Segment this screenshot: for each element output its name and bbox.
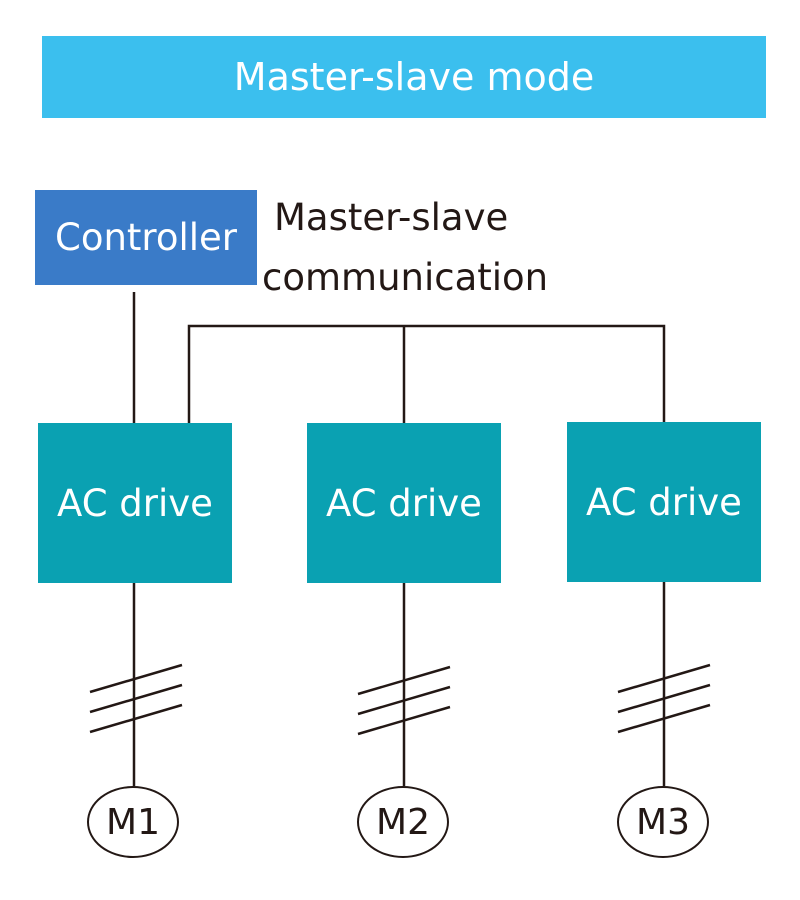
motor-1: M1 — [87, 786, 179, 858]
three-phase-marks-3 — [617, 663, 711, 734]
motor-3: M3 — [617, 786, 709, 858]
banner-title: Master-slave mode — [233, 55, 595, 99]
controller-label: Controller — [54, 216, 237, 259]
ac-drive-3: AC drive — [567, 422, 761, 582]
communication-label-line-2: communication — [262, 256, 549, 299]
ac-drive-1-label: AC drive — [57, 481, 213, 525]
controller-box: Controller — [35, 190, 257, 285]
motor-2: M2 — [357, 786, 449, 858]
ac-drive-2: AC drive — [307, 423, 501, 583]
communication-bus-line — [187, 324, 666, 423]
communication-label: Master-slave communication — [262, 188, 592, 308]
title-banner: Master-slave mode — [42, 36, 766, 118]
motor-3-label: M3 — [636, 801, 690, 843]
ac-drive-3-label: AC drive — [586, 480, 742, 524]
motor-1-label: M1 — [106, 801, 160, 843]
ac-drive-2-label: AC drive — [326, 481, 482, 525]
three-phase-marks-1 — [89, 663, 183, 734]
three-phase-marks-2 — [357, 665, 451, 736]
ac-drive-1: AC drive — [38, 423, 232, 583]
motor-2-label: M2 — [376, 801, 430, 843]
communication-label-line-1: Master-slave — [274, 196, 509, 239]
